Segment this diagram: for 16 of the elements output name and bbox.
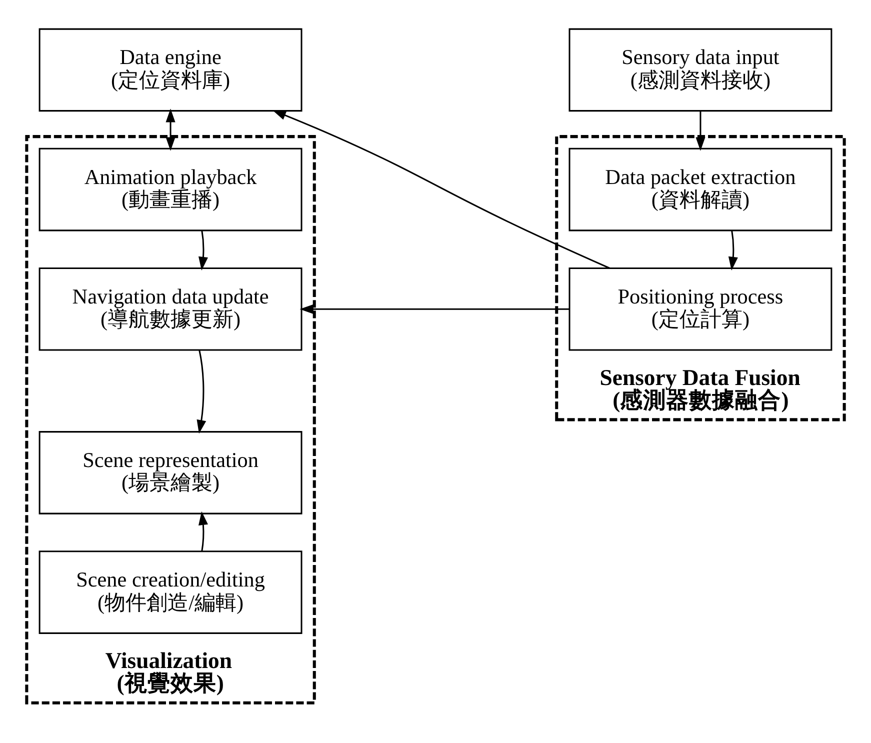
arrow (696, 110, 706, 150)
node-box: Positioning process (定位計算) (568, 267, 832, 350)
arrow (196, 350, 206, 434)
arrow (728, 230, 738, 270)
arrow (198, 230, 208, 270)
arrow (272, 110, 610, 268)
arrow (166, 108, 176, 150)
node-box: Sensory data input (感測資料接收) (568, 28, 832, 112)
node-box: Scene creation/editing (物件創造/編輯) (38, 550, 302, 634)
arrow (300, 304, 570, 314)
node-box: Animation playback (動畫重播) (38, 147, 302, 231)
node-box: Data packet extraction (資料解讀) (568, 147, 832, 231)
node-box: Navigation data update (導航數據更新) (38, 267, 302, 350)
node-box: Data engine (定位資料庫) (38, 28, 302, 112)
node-box: Scene representation (場景繪製) (38, 430, 302, 514)
arrow (198, 510, 208, 551)
